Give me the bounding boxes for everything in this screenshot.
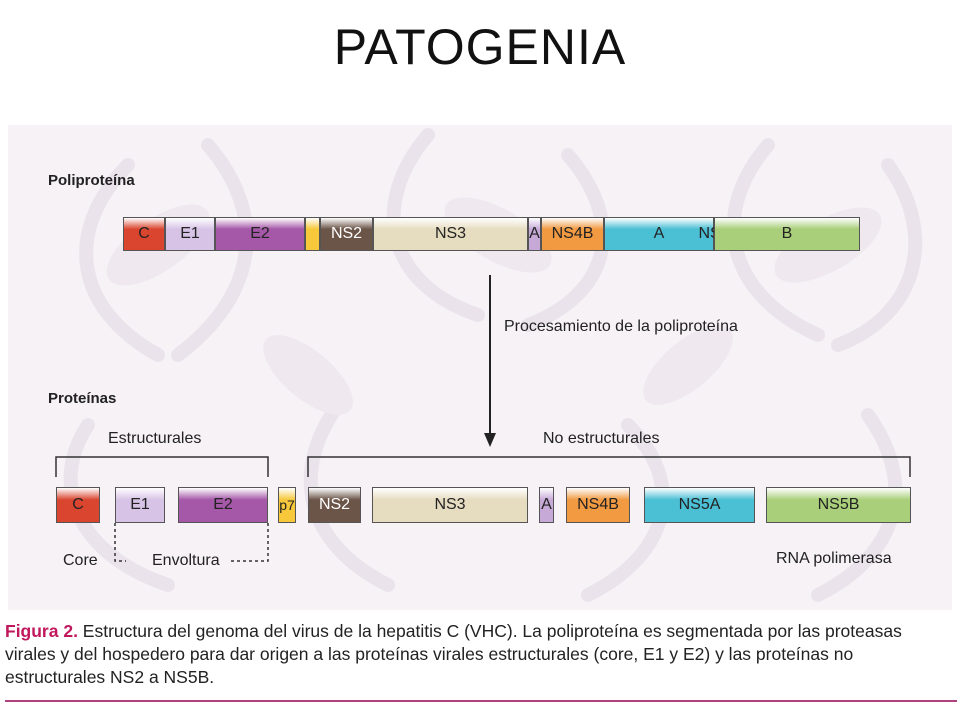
structural-bracket	[55, 456, 269, 477]
protein-p7: p7	[278, 487, 296, 523]
polyprotein-segment-ns5a: A	[604, 217, 714, 251]
polyprotein-segment-e1: E1	[165, 217, 215, 251]
protein-ns5a: NS5A	[644, 487, 755, 523]
polyprotein-segment-ns4a: A	[528, 217, 541, 251]
protein-e2: E2	[178, 487, 268, 523]
polyprotein-segment-ns3: NS3	[373, 217, 528, 251]
processing-arrow	[484, 275, 496, 447]
caption-text: Estructura del genoma del virus de la he…	[5, 621, 902, 687]
processing-label: Procesamiento de la poliproteína	[504, 318, 738, 335]
protein-c: C	[56, 487, 100, 523]
envelope-bracket-left	[114, 523, 126, 562]
protein-ns5b: NS5B	[766, 487, 911, 523]
structural-label: Estructurales	[108, 430, 202, 447]
figure-reference: Figura 2.	[5, 621, 78, 641]
slide-title: PATOGENIA	[333, 19, 627, 75]
polyprotein-segment-ns2: NS2	[320, 217, 373, 251]
envelope-bracket-right	[230, 523, 269, 562]
genome-figure: Poliproteína Proteínas C E1 E2 NS2 NS3 A…	[8, 125, 952, 610]
protein-ns4b: NS4B	[566, 487, 630, 523]
nonstructural-label: No estructurales	[543, 430, 660, 447]
protein-ns4a: A	[539, 487, 554, 523]
bracket-lines	[55, 456, 911, 562]
figure-caption: Figura 2. Estructura del genoma del viru…	[5, 620, 957, 689]
polyprotein-segment-ns5b: B	[714, 217, 860, 251]
core-label: Core	[63, 552, 98, 569]
protein-ns3: NS3	[372, 487, 528, 523]
polyprotein-segment-ns4b: NS4B	[541, 217, 604, 251]
polyprotein-segment-e2: E2	[215, 217, 305, 251]
polyprotein-heading: Poliproteína	[48, 172, 135, 189]
caption-divider	[5, 700, 957, 702]
polyprotein-segment-c: C	[123, 217, 165, 251]
polyprotein-segment-p7	[305, 217, 320, 251]
nonstructural-bracket	[307, 456, 911, 477]
rna-polymerase-label: RNA polimerasa	[776, 550, 892, 567]
protein-e1: E1	[115, 487, 165, 523]
proteins-heading: Proteínas	[48, 390, 117, 407]
protein-ns2: NS2	[308, 487, 361, 523]
envelope-label: Envoltura	[152, 552, 220, 569]
